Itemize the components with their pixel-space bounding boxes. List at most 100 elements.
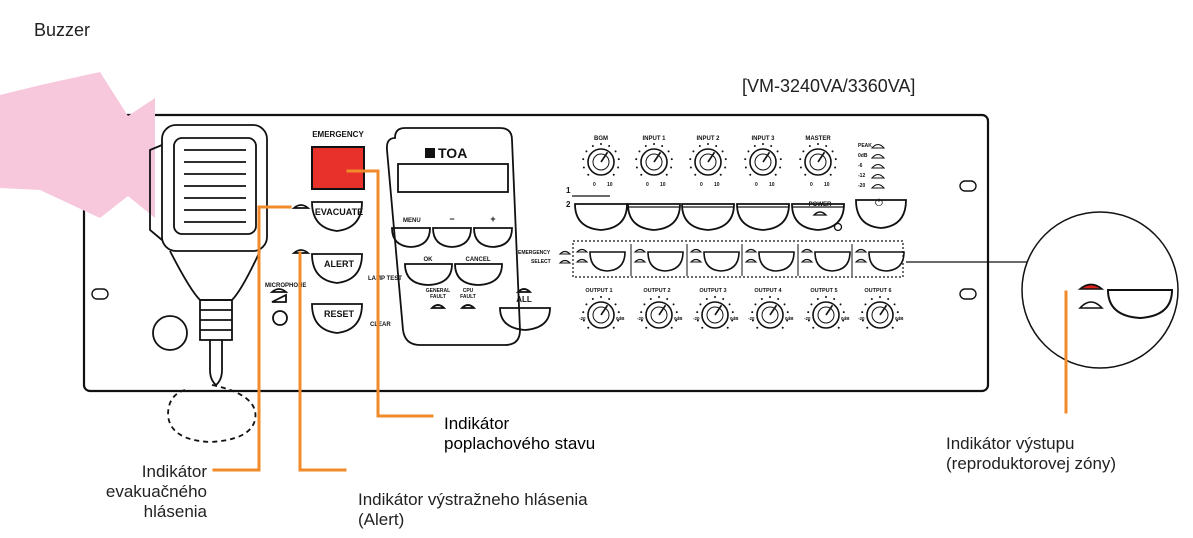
- emergency-button[interactable]: [311, 146, 365, 190]
- svg-text:EVACUATE: EVACUATE: [315, 207, 363, 217]
- output-label: OUTPUT 6: [864, 288, 891, 294]
- knob-icon: [744, 143, 782, 176]
- knob-icon: [689, 143, 727, 176]
- output-max-label: 0dB: [895, 316, 904, 321]
- emergency-label: EMERGENCY: [312, 130, 364, 139]
- minus-button: [432, 227, 472, 248]
- power-led: [812, 211, 828, 216]
- meter-label: -12: [858, 173, 865, 179]
- zone-emergency-led: [800, 248, 814, 253]
- svg-text:FAULT: FAULT: [460, 294, 476, 300]
- zone-select-led: [689, 258, 703, 263]
- toa-logo: TOA: [438, 145, 467, 161]
- knob-label: BGM: [594, 136, 608, 142]
- knob-icon: [635, 143, 673, 176]
- knob-min-label: 0: [593, 182, 596, 188]
- zone-select-button: [589, 251, 626, 272]
- cancel-button: [454, 263, 503, 286]
- plus-button: [473, 227, 513, 248]
- svg-text:OK: OK: [424, 257, 434, 263]
- lcd-display: [397, 163, 509, 193]
- svg-text:LAMP TEST: LAMP TEST: [368, 276, 402, 282]
- knob-icon: [799, 143, 837, 176]
- output-led-active: [1077, 283, 1105, 290]
- menu-button: [391, 227, 431, 248]
- zone-select-led: [633, 258, 647, 263]
- knob-min-label: 0: [810, 182, 813, 188]
- toa-logo-mark: [425, 148, 435, 158]
- zone-select-led: [744, 258, 758, 263]
- reset-button: [311, 303, 363, 334]
- alert-led: [291, 249, 311, 254]
- svg-text:CPU: CPU: [463, 288, 474, 294]
- zone-emergency-led: [689, 248, 703, 253]
- meter-led: [870, 153, 886, 159]
- model-label: [VM-3240VA/3360VA]: [742, 76, 916, 96]
- knob-label: INPUT 1: [642, 136, 666, 142]
- svg-text:MICROPHONE: MICROPHONE: [265, 283, 306, 289]
- knob-min-label: 0: [646, 182, 649, 188]
- svg-text:−: −: [449, 214, 454, 224]
- output-label: OUTPUT 3: [699, 288, 726, 294]
- svg-text:RESET: RESET: [324, 309, 355, 319]
- svg-text:1: 1: [566, 186, 571, 195]
- knob-max-label: 10: [824, 182, 830, 188]
- output-max-label: 0dB: [730, 316, 739, 321]
- input-select-button: [627, 203, 681, 231]
- zone-select-button: [703, 251, 740, 272]
- zone-select-led: [800, 258, 814, 263]
- meter-led: [870, 163, 886, 169]
- output-min-label: -20: [693, 316, 700, 321]
- control-block: [386, 127, 521, 346]
- mount-hole: [959, 180, 977, 192]
- knob-max-label: 10: [607, 182, 613, 188]
- svg-text:+: +: [490, 214, 495, 224]
- meter-label: -20: [858, 183, 865, 189]
- output-min-label: -20: [579, 316, 586, 321]
- zone-select-led: [854, 258, 868, 263]
- output-label: OUTPUT 5: [810, 288, 837, 294]
- meter-led: [870, 143, 886, 149]
- output-min-label: -20: [858, 316, 865, 321]
- output-min-label: -20: [748, 316, 755, 321]
- buzzer-label: Buzzer: [34, 20, 91, 40]
- meter-led: [870, 183, 886, 189]
- ok-button: [404, 263, 453, 286]
- output-knob-icon: [861, 296, 899, 329]
- zone-emergency-led: [633, 248, 647, 253]
- meter-label: 0dB: [858, 153, 868, 159]
- output-indicator-label: Indikátor výstupu (reproduktorovej zóny): [946, 434, 1117, 473]
- output-max-label: 0dB: [785, 316, 794, 321]
- output-min-label: -20: [804, 316, 811, 321]
- knob-max-label: 10: [660, 182, 666, 188]
- meter-label: PEAK: [858, 143, 872, 149]
- output-knob-icon: [807, 296, 845, 329]
- svg-text:SELECT: SELECT: [531, 259, 551, 265]
- knob-icon: [582, 143, 620, 176]
- knob-min-label: 0: [755, 182, 758, 188]
- svg-text:GENERAL: GENERAL: [426, 288, 450, 294]
- output-label: OUTPUT 2: [643, 288, 670, 294]
- knob-min-label: 0: [700, 182, 703, 188]
- microphone-icon: [149, 124, 268, 443]
- zone-select-button: [868, 251, 905, 272]
- output-zone-button-zoom: [1106, 289, 1174, 320]
- svg-text:MENU: MENU: [403, 218, 421, 224]
- zone-select-button: [758, 251, 795, 272]
- output-max-label: 0dB: [616, 316, 625, 321]
- all-button: [499, 307, 551, 331]
- knob-max-label: 10: [714, 182, 720, 188]
- output-max-label: 0dB: [841, 316, 850, 321]
- output-label: OUTPUT 1: [585, 288, 612, 294]
- evacuate-button: [311, 201, 363, 232]
- meter-label: -6: [858, 163, 863, 169]
- knob-label: MASTER: [805, 136, 831, 142]
- svg-text:POWER: POWER: [809, 202, 832, 208]
- power-icon: ⏻: [875, 198, 883, 209]
- svg-text:CLEAR: CLEAR: [370, 322, 391, 328]
- power-button: [855, 199, 907, 229]
- evacuate-indicator-label: Indikátor evakuačného hlásenia: [105, 462, 207, 521]
- knob-label: INPUT 2: [696, 136, 720, 142]
- svg-text:2: 2: [566, 200, 571, 209]
